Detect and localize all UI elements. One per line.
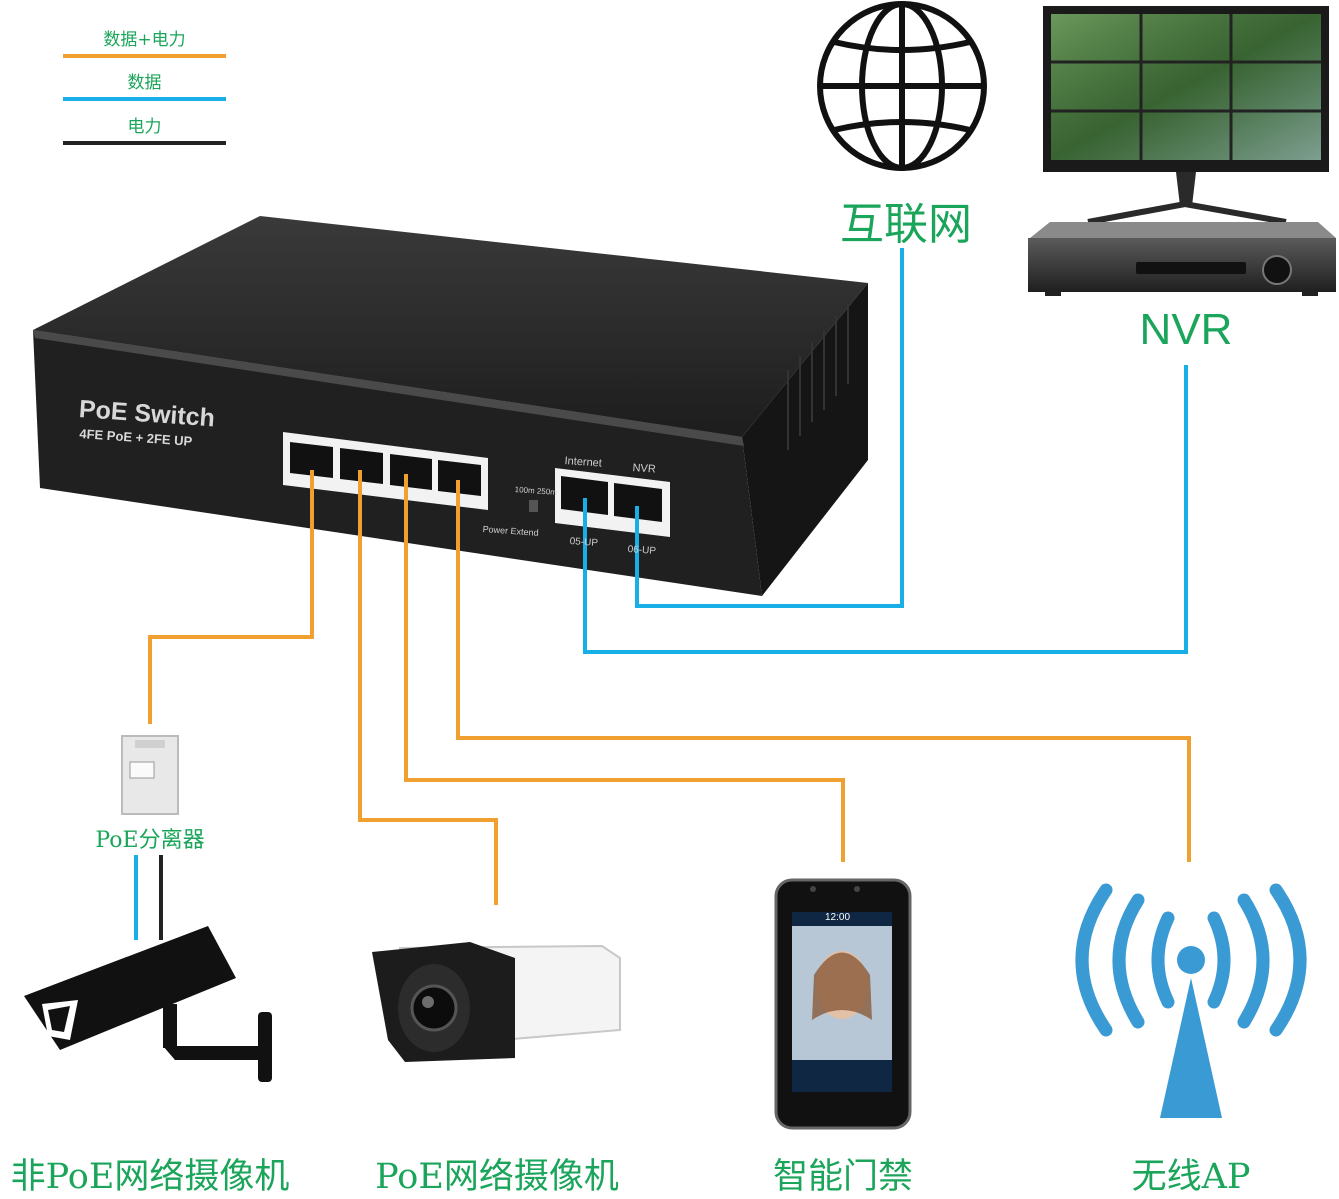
internet-label: 互联网: [840, 199, 972, 250]
cable-internet: [635, 248, 904, 608]
switch-port6-label: 06-UP: [627, 544, 657, 557]
non-poe-camera-label: 非PoE网络摄像机: [10, 1157, 290, 1197]
legend: [63, 54, 226, 145]
wireless-ap-icon: [1075, 883, 1307, 1037]
monitor-icon: [1043, 6, 1329, 225]
access-control-label: 智能门禁: [772, 1157, 913, 1197]
legend-label-data: 数据: [127, 73, 162, 93]
terminal-clock: 12:00: [825, 912, 851, 923]
switch-nvr-port-label: NVR: [632, 462, 657, 476]
poe-splitter-icon: [121, 735, 179, 815]
poe-camera-label: PoE网络摄像机: [375, 1157, 619, 1197]
switch-port5-label: 05-UP: [569, 536, 599, 549]
cable-nvr: [583, 365, 1188, 654]
access-control-terminal-icon: [774, 878, 912, 1130]
wireless-ap-label: 无线AP: [1131, 1157, 1251, 1197]
ap-mast: [1160, 978, 1222, 1118]
cable-port4-ap: [456, 480, 1191, 862]
cctv-camera-icon: [24, 926, 272, 1082]
cable-port1-splitter: [148, 470, 314, 724]
cable-port2-poe-camera: [358, 470, 498, 905]
splitter-label: PoE分离器: [95, 828, 205, 853]
legend-label-data-power: 数据+电力: [103, 30, 186, 50]
bullet-camera-icon: [372, 942, 621, 1062]
nvr-recorder-icon: [1028, 222, 1336, 296]
ap-antenna-dot: [1177, 946, 1205, 974]
nvr-label: NVR: [1139, 305, 1233, 354]
data-cables: [134, 248, 1188, 940]
globe-icon: [817, 1, 987, 171]
poe-switch-device: [33, 216, 868, 596]
legend-label-power: 电力: [127, 117, 162, 137]
cable-port3-access-control: [404, 474, 845, 862]
switch-internet-port-label: Internet: [564, 455, 603, 470]
data-power-cables: [148, 470, 1191, 905]
